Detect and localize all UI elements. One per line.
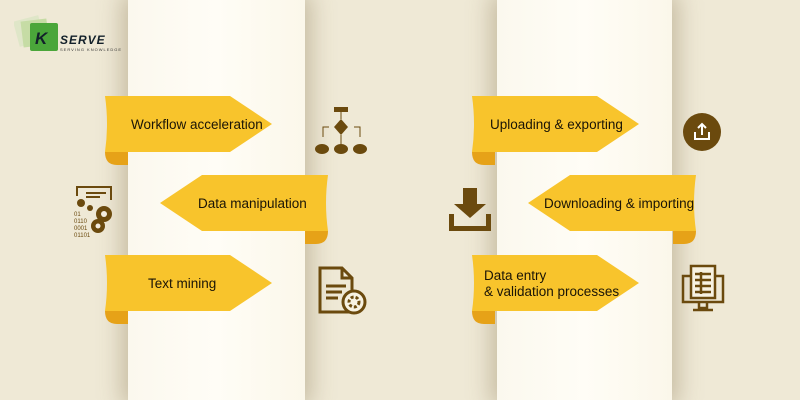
banner-label-line2: & validation processes xyxy=(484,283,620,299)
monitor-sheet-icon xyxy=(681,264,725,319)
binary-line: 01 xyxy=(74,212,81,218)
upload-icon xyxy=(682,112,722,157)
banner-text-mining: Text mining xyxy=(105,255,275,324)
banner-label: Uploading & exporting xyxy=(490,116,623,132)
svg-text:K: K xyxy=(35,29,49,48)
binary-gears-icon: 01 0110 0001 01101 xyxy=(74,186,116,243)
flowchart-icon xyxy=(314,107,370,162)
banner-downloading-importing: Downloading & importing xyxy=(528,175,698,244)
binary-line: 0001 xyxy=(74,226,88,232)
banner-label: Text mining xyxy=(148,275,217,291)
banner-label: Workflow acceleration xyxy=(131,116,263,132)
banner-label-line1: Data entry xyxy=(484,267,547,283)
document-gear-icon xyxy=(318,266,368,321)
banner-data-manipulation: Data manipulation xyxy=(160,175,330,244)
banner-uploading-exporting: Uploading & exporting xyxy=(472,96,642,165)
svg-text:SERVE: SERVE xyxy=(60,33,106,47)
binary-line: 01101 xyxy=(74,233,91,238)
svg-text:SERVING KNOWLEDGE: SERVING KNOWLEDGE xyxy=(60,47,122,52)
banner-label: Data manipulation xyxy=(198,195,307,211)
kserve-logo: K SERVE SERVING KNOWLEDGE xyxy=(13,14,134,54)
banner-workflow-acceleration: Workflow acceleration xyxy=(105,96,275,165)
binary-line: 0110 xyxy=(74,219,88,225)
banner-data-entry-validation: Data entry& validation processes xyxy=(472,255,642,324)
banner-label: Downloading & importing xyxy=(544,195,695,211)
download-icon xyxy=(449,188,491,237)
